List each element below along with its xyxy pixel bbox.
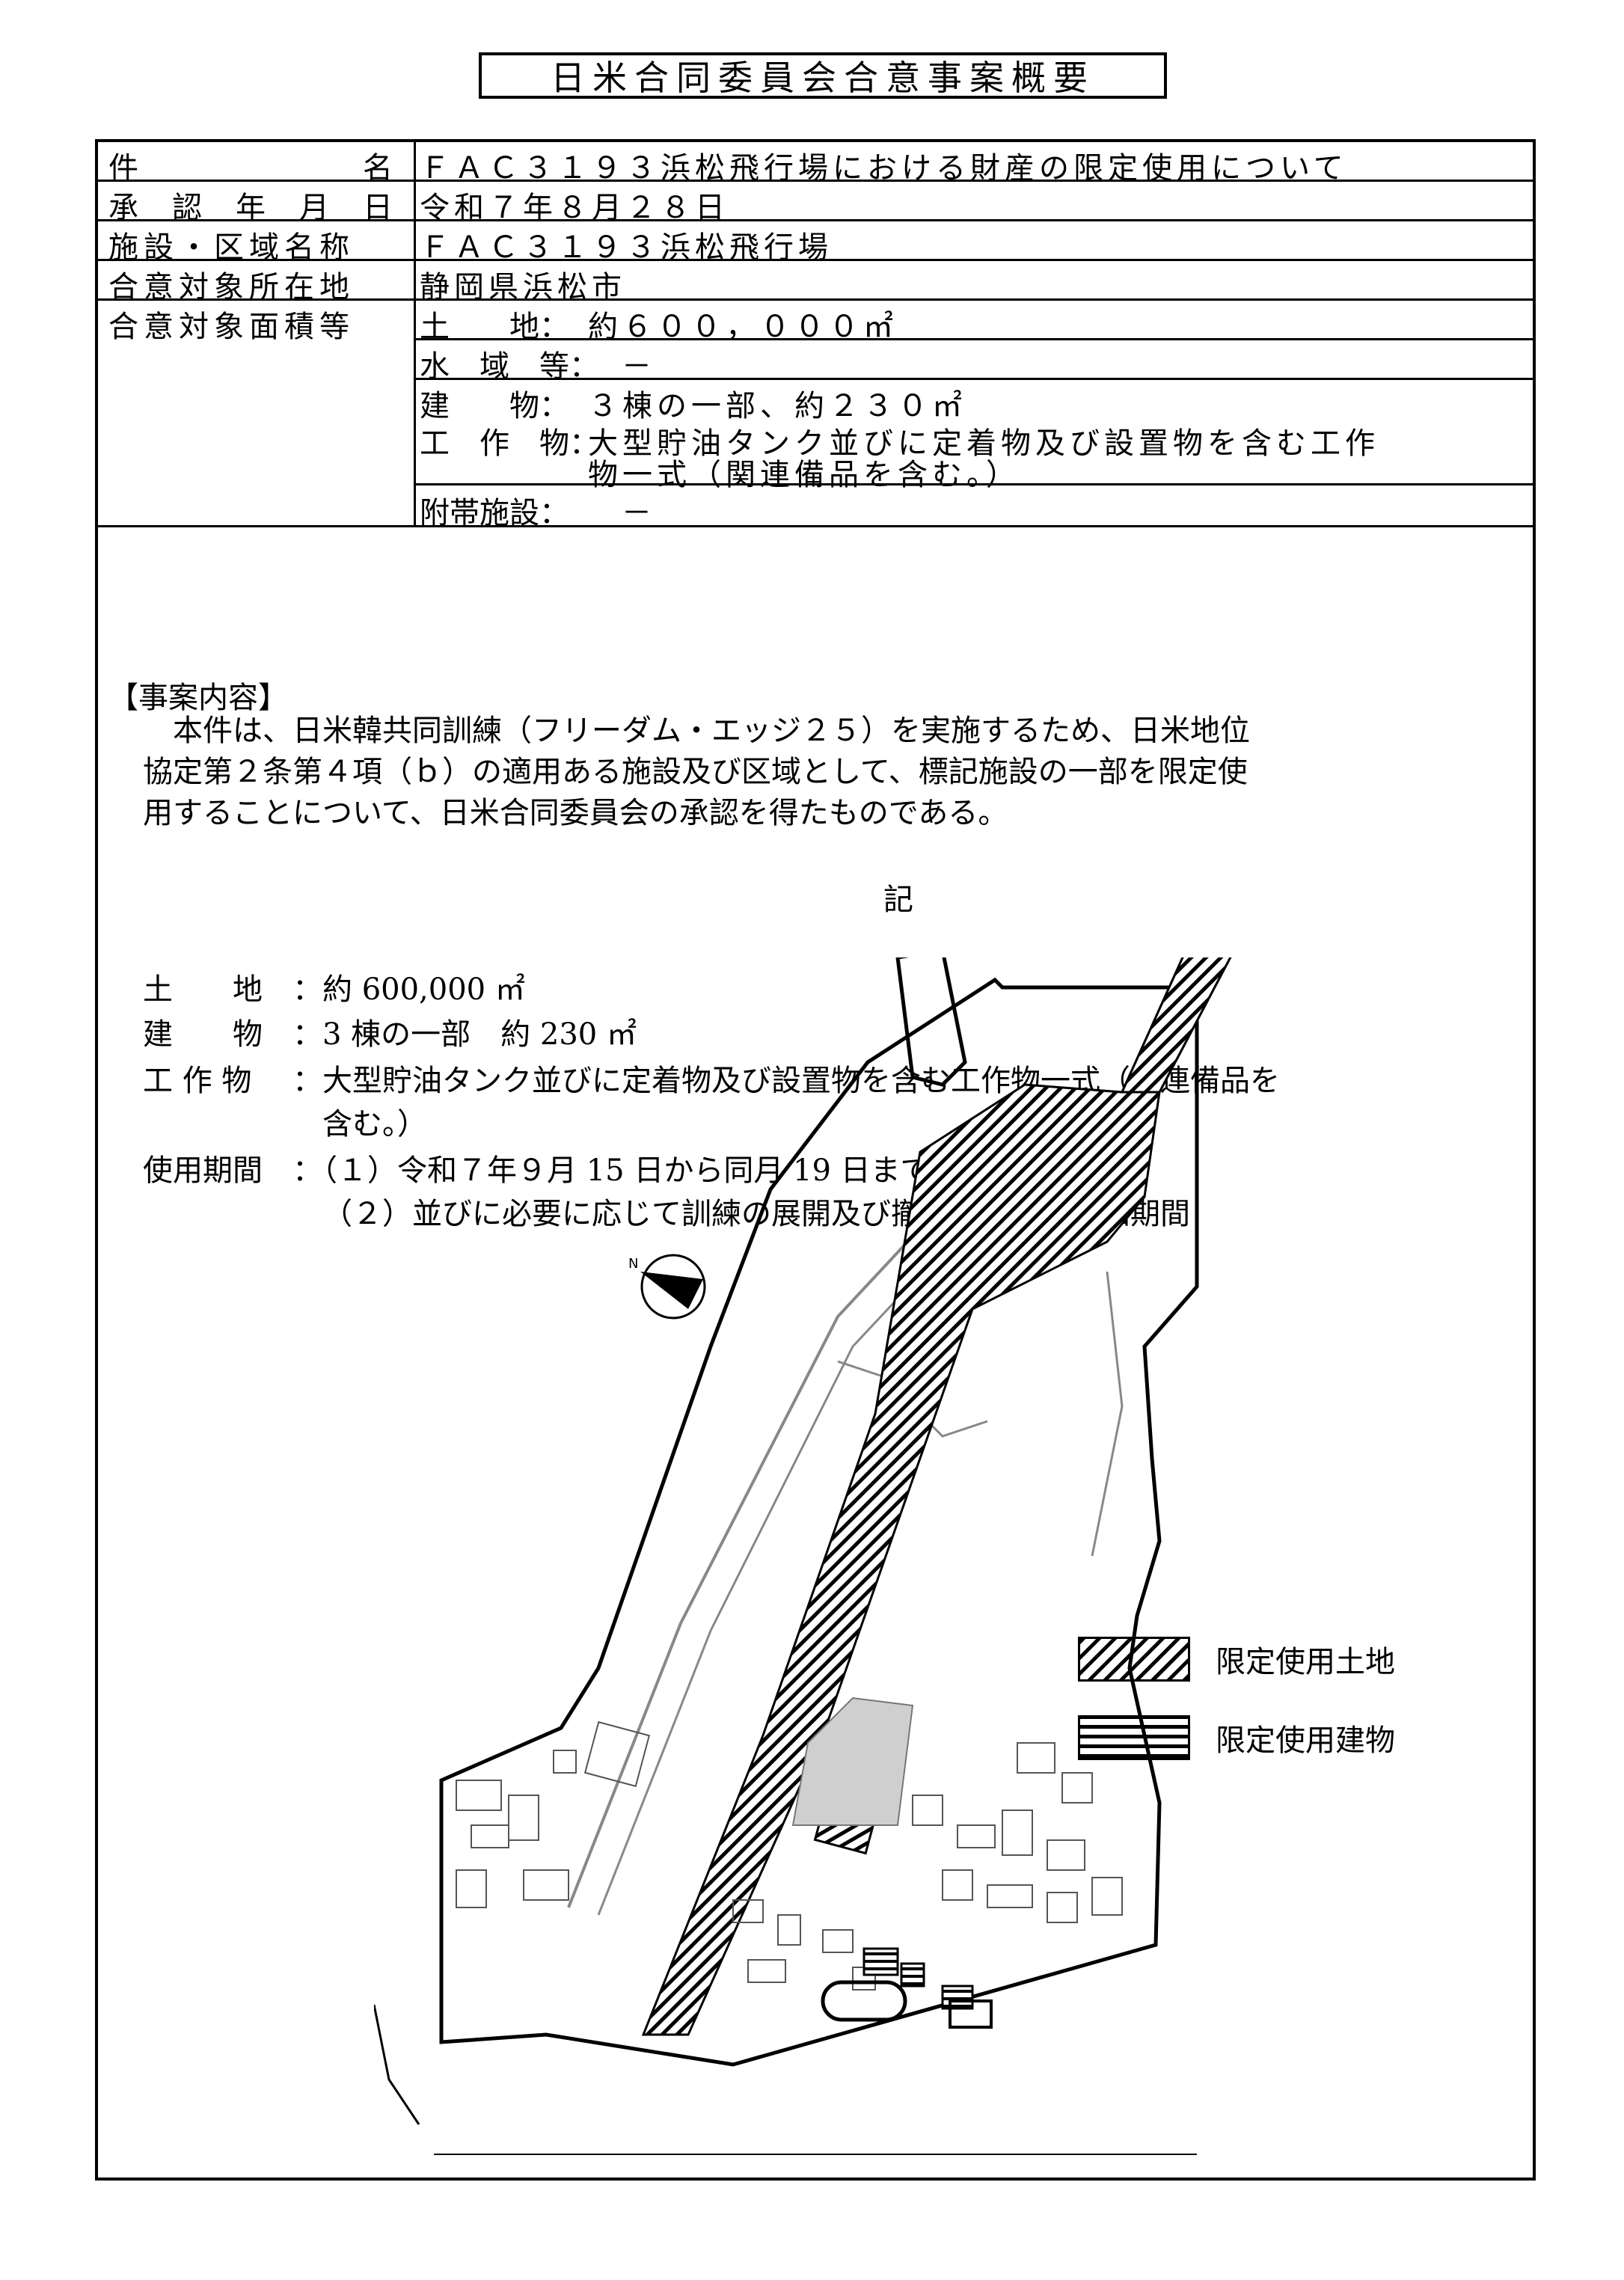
- detail-building-key: 建 物: [143, 1017, 263, 1052]
- detail-land-key: 土 地: [143, 972, 263, 1007]
- attached-facility-label: 附帯施設：: [420, 496, 569, 530]
- row-divider: [98, 180, 1533, 182]
- base-boundary: [439, 977, 1199, 2067]
- restricted-land-runway: [641, 957, 1232, 2036]
- restricted-building: [862, 1947, 899, 1976]
- restricted-building: [900, 1962, 925, 1988]
- north-arrow-icon: N: [628, 1254, 706, 1320]
- land-label: 土 地：: [420, 310, 569, 344]
- subject-value: ＦＡＣ３１９３浜松飛行場における財産の限定使用について: [420, 151, 1348, 186]
- content-heading: 【事案内容】: [108, 681, 288, 715]
- legend-building-swatch: [1078, 1715, 1190, 1760]
- structure-value-line-2: 物一式（関連備品を含む。）: [588, 458, 1020, 492]
- north-label: N: [628, 1256, 638, 1272]
- location-value: 静岡県浜松市: [420, 270, 626, 304]
- facility-label: 施設・区域名称: [108, 230, 355, 265]
- row-divider: [98, 259, 1533, 261]
- detail-building-value: ：3 棟の一部 約 230 ㎡: [292, 1017, 637, 1052]
- location-label: 合意対象所在地: [108, 270, 355, 304]
- detail-period-value-1: ：（１）令和７年９月 15 日から同月 19 日までの間: [292, 1153, 990, 1188]
- attached-facility-value: －: [622, 496, 656, 530]
- sports-track: [821, 1980, 907, 2022]
- page-title: 日米合同委員会合意事案概要: [479, 52, 1167, 99]
- row-divider: [98, 525, 1533, 527]
- column-divider: [414, 142, 416, 527]
- detail-land-value: ：約 600,000 ㎡: [292, 972, 525, 1007]
- paragraph-line: 協定第２条第４項（ｂ）の適用ある施設及び区域として、標記施設の一部を限定使: [143, 755, 1248, 789]
- content-paragraph: 本件は、日米韓共同訓練（フリーダム・エッジ２５）を実施するため、日米地位 協定第…: [143, 711, 1489, 834]
- building-cluster-south: [732, 1899, 876, 1991]
- approval-date-value: 令和７年８月２８日: [420, 191, 729, 225]
- detail-structure-key: 工 作 物: [143, 1064, 252, 1098]
- detail-period: 使用期間 ：（１）令和７年９月 15 日から同月 19 日までの間: [143, 1146, 990, 1189]
- apron-area: [791, 1697, 914, 1826]
- area-label: 合意対象面積等: [108, 310, 355, 344]
- row-divider: [416, 378, 1533, 380]
- row-divider: [98, 298, 1533, 301]
- building-cluster-west: [456, 1720, 651, 1908]
- water-value: －: [622, 349, 656, 384]
- building-cluster-east: [912, 1742, 1123, 1923]
- structure-value-line-1: 大型貯油タンク並びに定着物及び設置物を含む工作: [588, 426, 1379, 461]
- subject-label: 件名: [108, 151, 393, 186]
- structure-label: 工 作 物：: [420, 426, 599, 461]
- facility-value: ＦＡＣ３１９３浜松飛行場: [420, 230, 833, 265]
- summary-table: 件名 ＦＡＣ３１９３浜松飛行場における財産の限定使用について 承認年月日 令和７…: [95, 139, 1536, 2181]
- restricted-building: [941, 1985, 974, 2010]
- paragraph-line: 用することについて、日米合同委員会の承認を得たものである。: [143, 796, 1008, 830]
- row-divider: [416, 483, 1533, 485]
- detail-building: 建 物 ：3 棟の一部 約 230 ㎡: [143, 1010, 637, 1053]
- access-road: [1091, 1271, 1124, 1557]
- detail-land: 土 地 ：約 600,000 ㎡: [143, 965, 525, 1008]
- detached-facility: [895, 957, 967, 1087]
- ki-heading: 記: [883, 883, 913, 917]
- row-divider: [416, 338, 1533, 340]
- approval-date-label: 承認年月日: [108, 191, 393, 225]
- airfield-map: N: [374, 957, 1232, 2155]
- legend-building-label: 限定使用建物: [1216, 1723, 1395, 1758]
- detail-structure-cont: 含む。）: [322, 1107, 427, 1141]
- paragraph-line: 本件は、日米韓共同訓練（フリーダム・エッジ２５）を実施するため、日米地位: [173, 714, 1250, 748]
- restricted-land-runway-north: [1120, 957, 1232, 1094]
- water-label: 水 域 等：: [420, 349, 599, 384]
- legend-building: 限定使用建物: [1078, 1715, 1395, 1760]
- building-label: 建 物：: [420, 389, 569, 423]
- land-value: 約６００，０００㎡: [588, 310, 898, 344]
- detail-period-key: 使用期間: [143, 1153, 263, 1188]
- gate-building: [949, 1999, 993, 2029]
- building-value: ３棟の一部、約２３０㎡: [588, 389, 966, 423]
- row-divider: [98, 219, 1533, 221]
- outside-line: [374, 2004, 420, 2125]
- legend-land-label: 限定使用土地: [1216, 1645, 1395, 1679]
